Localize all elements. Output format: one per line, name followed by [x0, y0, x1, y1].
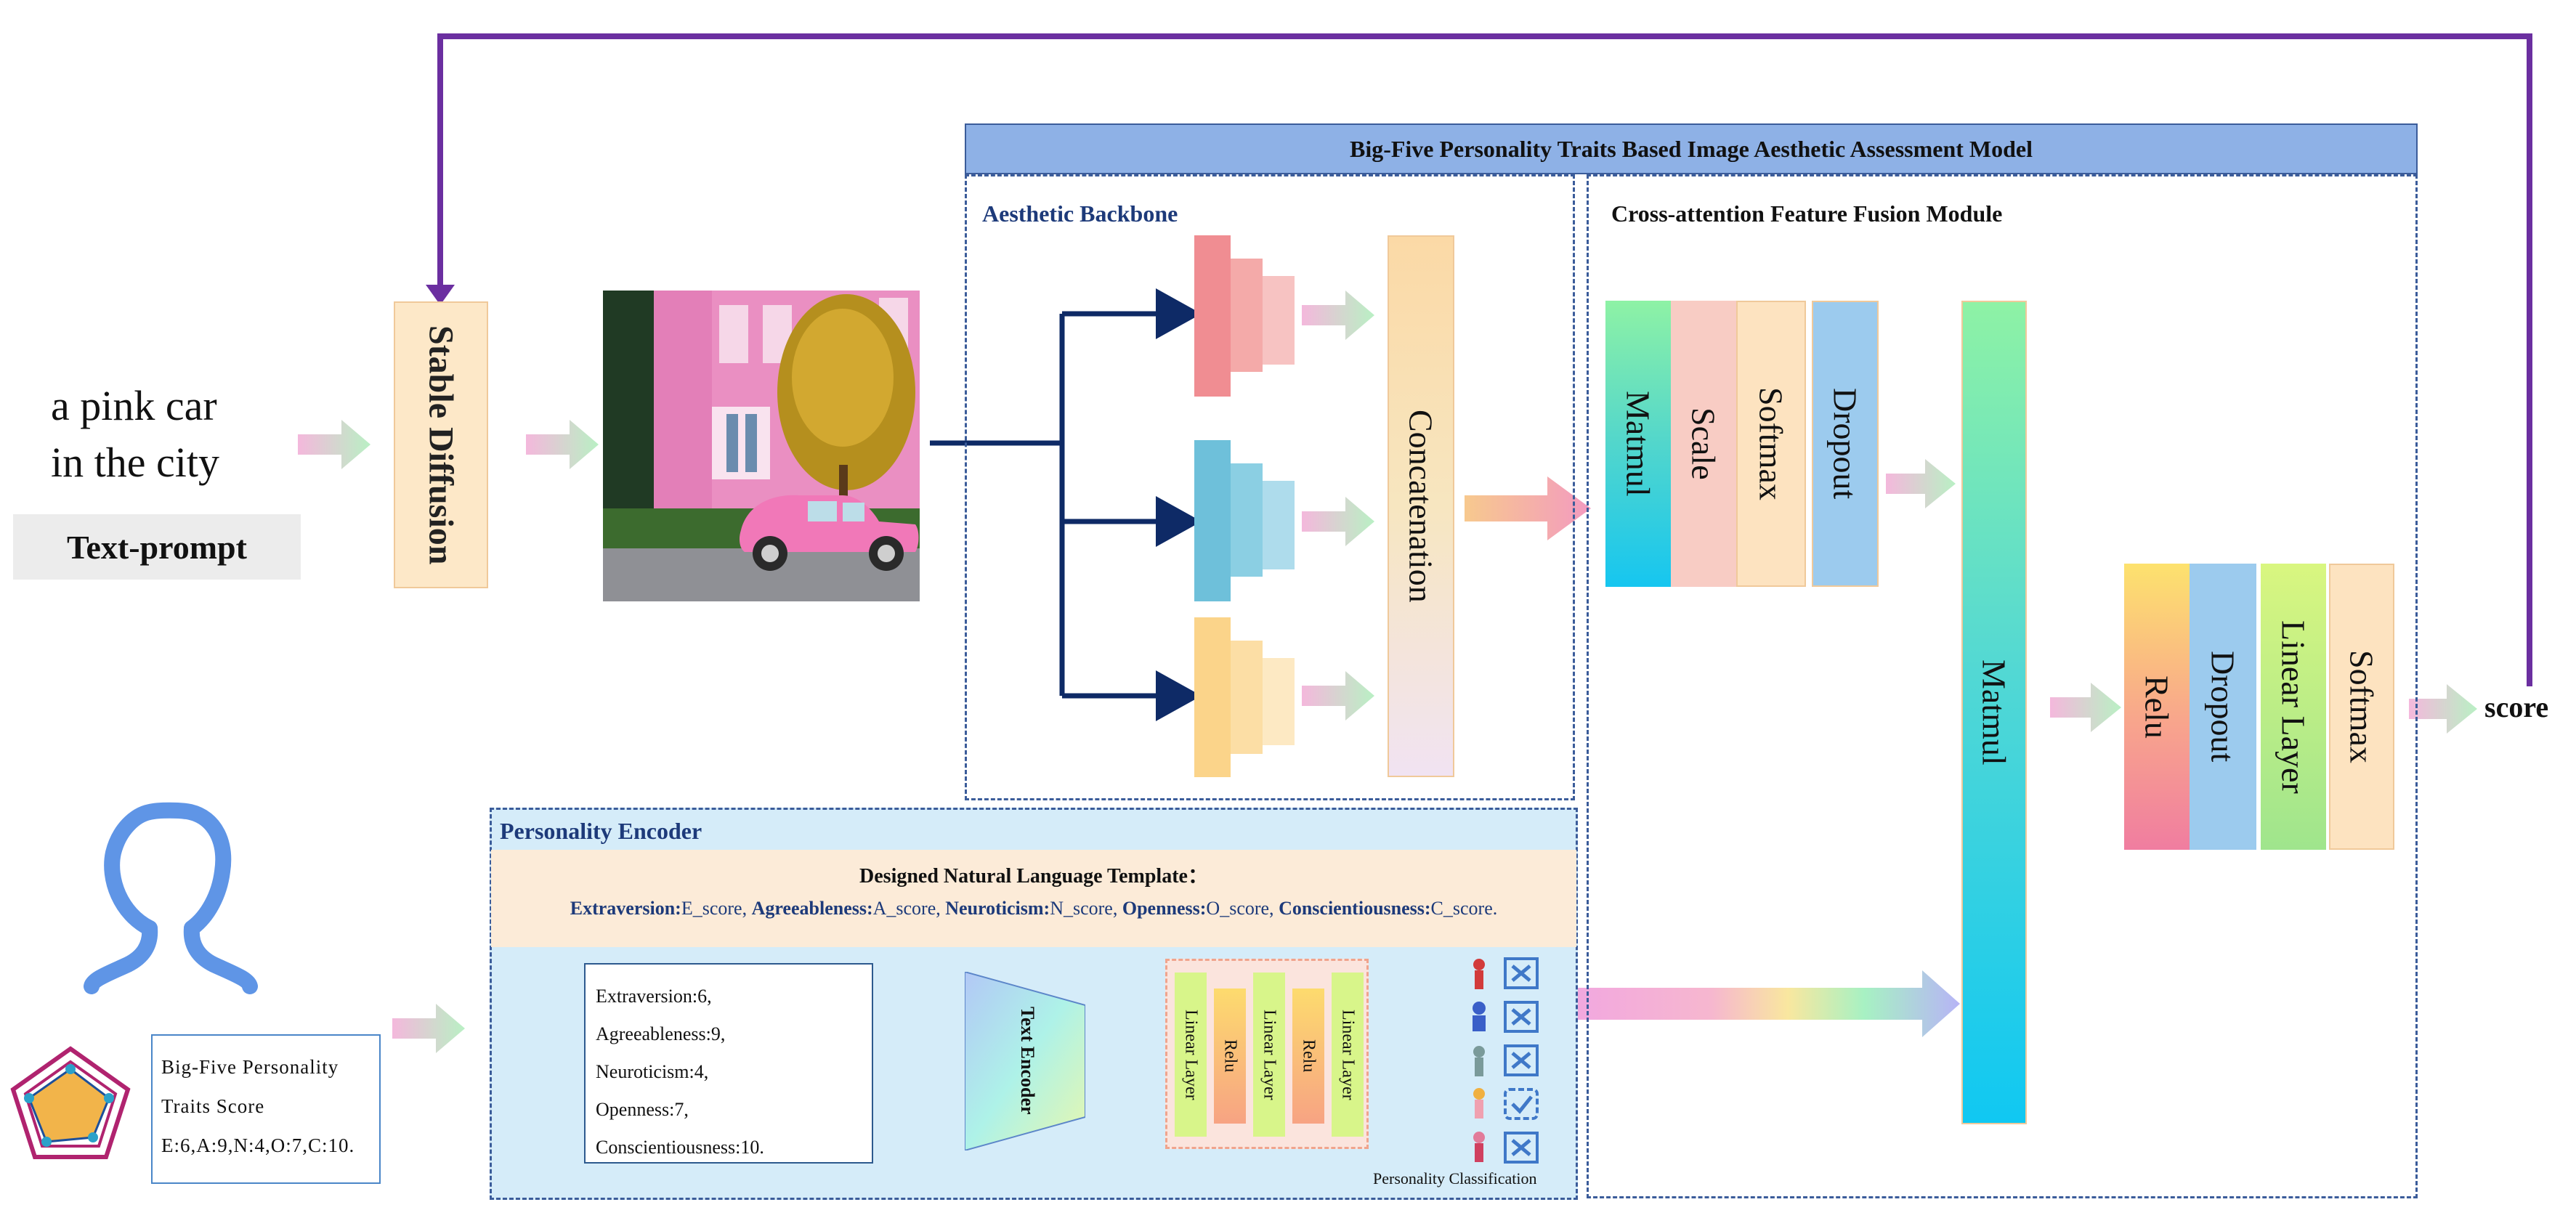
checkbox-check-icon	[1504, 1088, 1539, 1120]
score-extraversion: Extraversion:6,	[596, 986, 712, 1007]
arrow-branch3	[1302, 671, 1374, 720]
arrow-sd-to-image	[526, 420, 599, 469]
arrow-concat-to-fusion	[1465, 476, 1591, 540]
checkbox-cross-icon-4	[1504, 1132, 1539, 1164]
template-value-o: O_score,	[1206, 898, 1279, 919]
relu-block: Relu	[2124, 564, 2190, 850]
prompt-text: a pink car in the city	[51, 378, 219, 491]
softmax-block: Softmax	[1736, 301, 1806, 587]
cross-attention-panel	[1587, 174, 2418, 1198]
concatenation-block: Concatenation	[1388, 235, 1454, 777]
mlp-relu-2: Relu	[1292, 988, 1324, 1124]
score-conscientiousness: Conscientiousness:10.	[596, 1137, 764, 1158]
personality-classification-label: Personality Classification	[1373, 1169, 1537, 1188]
score-neuroticism: Neuroticism:4,	[596, 1061, 709, 1082]
aesthetic-backbone-panel	[965, 174, 1575, 800]
text-encoder-label: Text Encoder	[1017, 1006, 1038, 1115]
radar-chart-icon	[10, 1046, 131, 1159]
figure-icon-1	[1473, 959, 1485, 989]
template-value-e: E_score,	[681, 898, 752, 919]
scale-block: Scale	[1671, 301, 1736, 587]
figure-icon-4	[1473, 1088, 1485, 1119]
mlp-linear-layer-2: Linear Layer	[1253, 973, 1285, 1137]
traits-line3: E:6,A:9,N:4,O:7,C:10.	[161, 1134, 355, 1156]
figure-icon-2	[1473, 1002, 1486, 1031]
arrow-encoder-to-matmul	[1578, 970, 1960, 1037]
mlp-linear-layer-3: Linear Layer	[1332, 973, 1364, 1137]
score-output: score	[2484, 691, 2549, 723]
softmax-head-block: Softmax	[2329, 564, 2394, 850]
score-agreeableness: Agreeableness:9,	[596, 1023, 726, 1044]
template-value-c: C_score.	[1430, 898, 1498, 919]
arrow-branch1	[1302, 291, 1374, 340]
checkbox-cross-icon-3	[1504, 1044, 1539, 1076]
arrow-dropout-to-matmul	[1886, 459, 1956, 508]
aesthetic-backbone-title: Aesthetic Backbone	[982, 200, 1178, 227]
template-name-n: Neuroticism:	[945, 898, 1050, 919]
linear-layer-block: Linear Layer	[2261, 564, 2326, 850]
cross-attention-title: Cross-attention Feature Fusion Module	[1611, 200, 2003, 227]
personality-classification-icons	[1473, 957, 1539, 1164]
template-title: Designed Natural Language Template：	[859, 865, 1208, 888]
mlp-relu-1: Relu	[1214, 988, 1246, 1124]
personality-encoder-title: Personality Encoder	[500, 818, 702, 844]
traits-line2: Traits Score	[161, 1095, 265, 1117]
text-encoder-shape	[965, 972, 1085, 1150]
matmul-block: Matmul	[1605, 301, 1671, 587]
template-value-a: A_score,	[872, 898, 946, 919]
generated-image	[603, 291, 920, 601]
model-title-bar: Big-Five Personality Traits Based Image …	[965, 123, 2418, 174]
trait-scores-box: Extraversion:6, Agreeableness:9, Neuroti…	[584, 963, 873, 1164]
feedback-loop-arrowhead	[426, 285, 455, 305]
checkbox-cross-icon-1	[1504, 957, 1539, 989]
arrow-branch2	[1302, 497, 1374, 546]
template-name-e: Extraversion:	[570, 898, 681, 919]
mlp-linear-layer-1: Linear Layer	[1175, 973, 1207, 1137]
mlp-stack: Linear Layer Relu Linear Layer Relu Line…	[1165, 959, 1369, 1149]
text-prompt-label: Text-prompt	[13, 514, 301, 580]
prompt-line2: in the city	[51, 439, 219, 486]
traits-score-box: Big-Five Personality Traits Score E:6,A:…	[151, 1034, 381, 1184]
matmul-fusion-block: Matmul	[1961, 301, 2027, 1124]
person-icon	[84, 802, 258, 994]
dropout-block: Dropout	[1812, 301, 1879, 587]
template-name-a: Agreeableness:	[751, 898, 873, 919]
stable-diffusion-block: Stable Diffusion	[394, 301, 488, 588]
checkbox-cross-icon-2	[1504, 1001, 1539, 1033]
template-name-c: Conscientiousness:	[1279, 898, 1431, 919]
arrow-softmax-to-score	[2409, 684, 2477, 734]
dropout-head-block: Dropout	[2190, 564, 2256, 850]
pink-car-city-image	[603, 291, 920, 601]
score-openness: Openness:7,	[596, 1099, 689, 1120]
arrow-prompt-to-sd	[298, 420, 370, 469]
feedback-loop-line	[437, 33, 2532, 686]
template-box: Designed Natural Language Template： Extr…	[491, 850, 1576, 947]
traits-line1: Big-Five Personality	[161, 1056, 339, 1078]
figure-icon-3	[1473, 1046, 1485, 1076]
arrow-matmul-to-relu	[2050, 683, 2121, 732]
figure-icon-5	[1473, 1132, 1485, 1162]
prompt-line1: a pink car	[51, 382, 217, 429]
arrow-person-to-encoder	[392, 1004, 465, 1053]
template-name-o: Openness:	[1122, 898, 1207, 919]
template-value-n: N_score,	[1050, 898, 1122, 919]
template-sentence: Extraversion:E_score, Agreeableness:A_sc…	[491, 898, 1576, 920]
